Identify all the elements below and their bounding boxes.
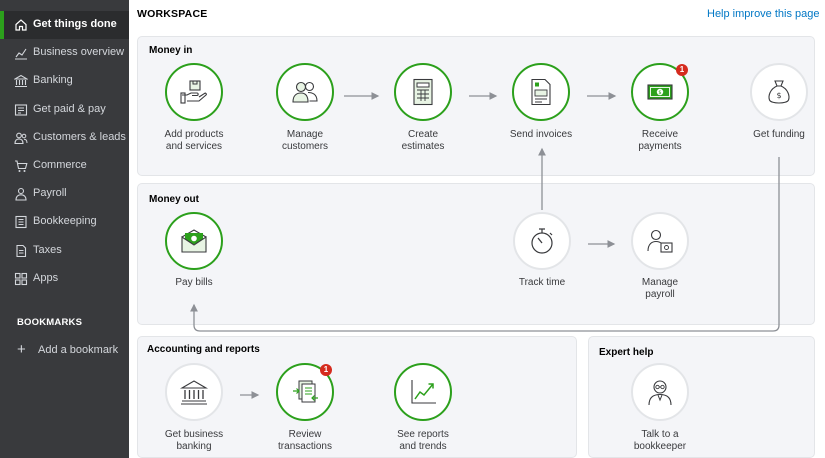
bookkeeper-icon <box>648 380 672 406</box>
money-icon: $ <box>647 84 673 100</box>
manage-customers-button[interactable] <box>276 63 334 121</box>
bank-icon <box>14 74 28 88</box>
nav-label: Banking <box>33 74 73 86</box>
accounting-title: Accounting and reports <box>147 344 260 355</box>
get-funding-label: Get funding <box>753 129 805 140</box>
money-bag-icon: $ <box>768 80 790 104</box>
money-out-title: Money out <box>149 194 199 205</box>
page-title: WORKSPACE <box>137 8 208 20</box>
payroll-icon <box>647 229 673 253</box>
nav-label: Commerce <box>33 159 87 171</box>
track-time-button[interactable] <box>513 212 571 270</box>
add-bookmark-button[interactable]: + Add a bookmark <box>0 339 129 363</box>
receipt-icon <box>14 103 28 117</box>
add-bookmark-label: Add a bookmark <box>38 344 119 356</box>
nav-banking[interactable]: Banking <box>0 67 129 95</box>
business-banking-label: Get business banking <box>164 429 224 452</box>
nav-label: Customers & leads <box>33 131 126 143</box>
expert-help-title: Expert help <box>599 347 654 358</box>
nav-apps[interactable]: Apps <box>0 265 129 293</box>
bank-building-icon <box>179 380 209 405</box>
nav-label: Bookkeeping <box>33 215 97 227</box>
reports-trends-button[interactable] <box>394 363 452 421</box>
money-in-title: Money in <box>149 45 193 56</box>
transactions-notification-badge: 1 <box>320 364 332 376</box>
bookmarks-heading: BOOKMARKS <box>17 317 83 328</box>
talk-to-bookkeeper-button[interactable] <box>631 363 689 421</box>
nav-label: Apps <box>33 272 59 284</box>
business-banking-button[interactable] <box>165 363 223 421</box>
estimate-icon <box>413 78 433 106</box>
pay-bills-button[interactable] <box>165 212 223 270</box>
cart-icon <box>14 159 28 173</box>
send-invoices-button[interactable] <box>512 63 570 121</box>
nav-customers-leads[interactable]: Customers & leads <box>0 124 129 152</box>
box-hand-icon <box>180 80 207 104</box>
review-transactions-label: Review transactions <box>278 429 332 452</box>
transactions-icon <box>293 380 318 403</box>
envelope-money-icon <box>181 229 207 253</box>
nav-label: Taxes <box>33 244 62 256</box>
nav-label: Payroll <box>33 187 67 199</box>
nav-label: Get paid & pay <box>33 103 106 115</box>
chart-icon <box>14 46 28 60</box>
nav-business-overview[interactable]: Business overview <box>0 39 129 67</box>
plus-icon: + <box>17 341 26 358</box>
receive-payments-label: Receive payments <box>638 129 682 152</box>
nav-get-paid-pay[interactable]: Get paid & pay <box>0 96 129 124</box>
customers-icon <box>292 81 318 103</box>
manage-customers-label: Manage customers <box>281 129 329 152</box>
nav-label: Get things done <box>33 18 117 30</box>
nav-bookkeeping[interactable]: Bookkeeping <box>0 208 129 236</box>
nav-commerce[interactable]: Commerce <box>0 152 129 180</box>
ledger-icon <box>14 215 28 229</box>
nav-payroll[interactable]: Payroll <box>0 180 129 208</box>
left-nav: Get things done Business overview Bankin… <box>0 0 129 458</box>
pay-bills-label: Pay bills <box>175 277 213 288</box>
help-improve-link[interactable]: Help improve this page <box>707 8 820 20</box>
person-icon <box>14 187 28 201</box>
nav-label: Business overview <box>33 46 125 58</box>
money-in-panel: Money in <box>137 36 815 176</box>
add-products-button[interactable] <box>165 63 223 121</box>
trend-icon <box>411 380 436 404</box>
talk-to-bookkeeper-label: Talk to a bookkeeper <box>633 429 687 452</box>
manage-payroll-button[interactable] <box>631 212 689 270</box>
home-icon <box>14 18 28 32</box>
payments-notification-badge: 1 <box>676 64 688 76</box>
create-estimates-button[interactable] <box>394 63 452 121</box>
reports-trends-label: See reports and trends <box>397 429 449 452</box>
get-funding-button[interactable]: $ <box>750 63 808 121</box>
create-estimates-label: Create estimates <box>401 129 445 152</box>
document-icon <box>14 244 28 258</box>
send-invoices-label: Send invoices <box>509 129 573 140</box>
apps-icon <box>14 272 28 286</box>
svg-text:$: $ <box>776 91 781 100</box>
people-icon <box>14 131 28 145</box>
money-out-panel: Money out <box>137 183 815 325</box>
invoice-icon <box>531 78 551 106</box>
add-products-label: Add products and services <box>164 129 224 152</box>
nav-get-things-done[interactable]: Get things done <box>0 11 129 39</box>
track-time-label: Track time <box>518 277 566 288</box>
stopwatch-icon <box>531 228 553 254</box>
manage-payroll-label: Manage payroll <box>641 277 679 300</box>
svg-text:$: $ <box>658 90 661 96</box>
nav-taxes[interactable]: Taxes <box>0 237 129 265</box>
